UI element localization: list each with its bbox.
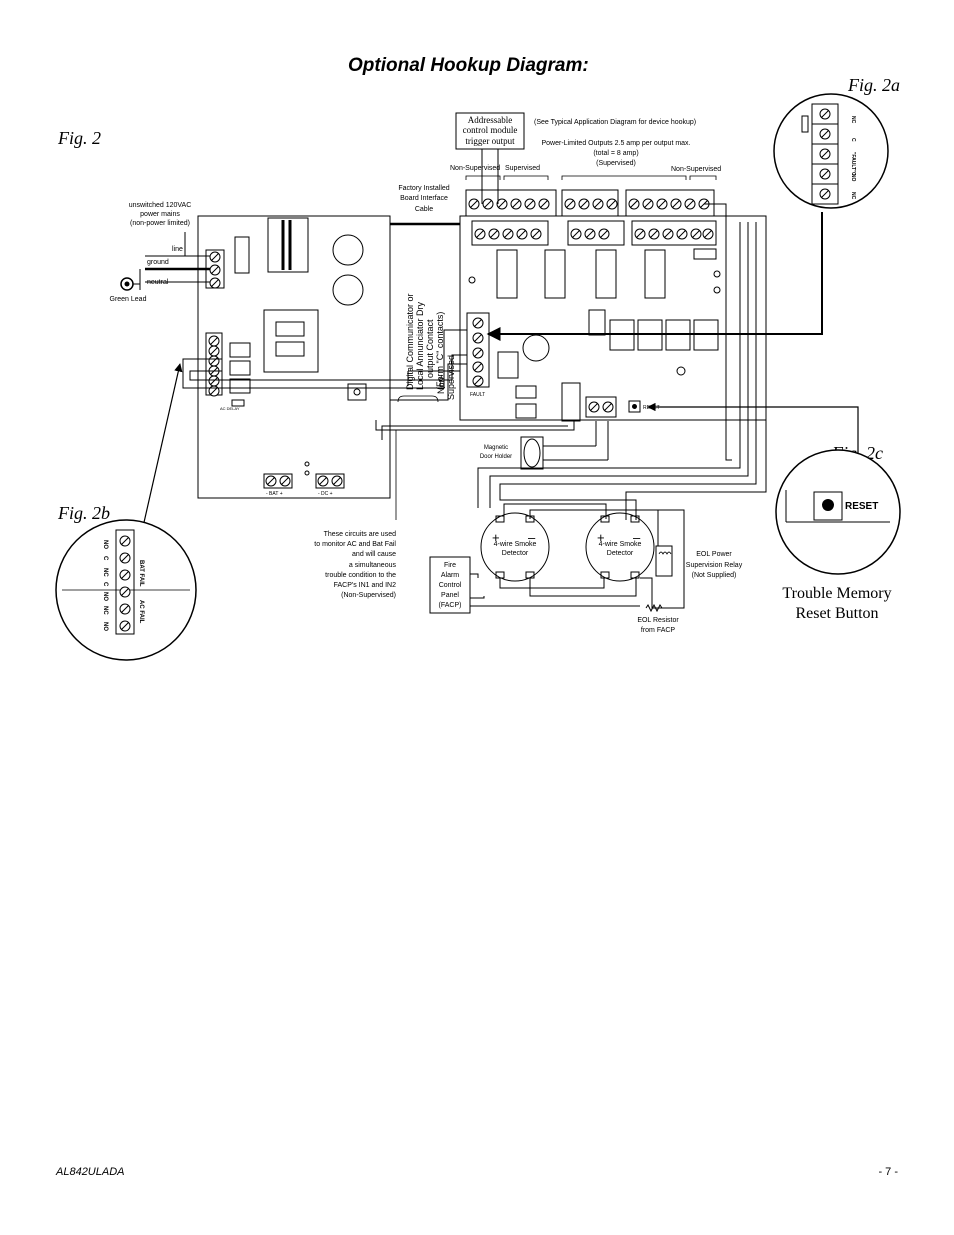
circuits-note-3: and will cause (352, 551, 396, 558)
mains-label-2: power mains (140, 211, 180, 218)
power-limited-label-2: (total = 8 amp) (593, 150, 638, 157)
fig2-label: Fig. 2 (57, 128, 101, 148)
eol-relay-label-1: EOL Power (696, 551, 732, 558)
svg-text:C: C (102, 582, 108, 587)
circuits-note-6: FACP's IN1 and IN2 (334, 582, 397, 589)
svg-text:NO: NO (102, 622, 108, 631)
factory-cable-label-3: Cable (415, 206, 433, 213)
svg-text:NO: NO (102, 540, 108, 549)
ac-delay-label: AC DELAY (220, 406, 240, 411)
non-supervised-right-label: Non-Supervised (671, 166, 721, 173)
svg-text:+: + (492, 530, 500, 545)
facp-label-5: (FACP) (439, 602, 462, 609)
ground-label: ground (147, 259, 169, 266)
digital-comm-label-3: output Contact (425, 319, 435, 378)
page-number: - 7 - (878, 1166, 898, 1178)
bat-label: - BAT + (266, 491, 283, 497)
circuits-note-7: (Non-Supervised) (341, 592, 396, 599)
trouble-memory-label-2: Reset Button (795, 605, 878, 622)
facp-label-2: Alarm (441, 572, 459, 579)
facp-label-4: Panel (441, 592, 459, 599)
circuits-note-4: a simultaneous (349, 562, 397, 569)
board-reset-label: RESET (643, 405, 660, 411)
page-title: Optional Hookup Diagram: (348, 55, 589, 76)
facp-label-3: Control (439, 582, 462, 589)
svg-text:+: + (597, 530, 605, 545)
circuits-note-5: trouble condition to the (325, 572, 396, 579)
mains-label-3: (non-power limited) (130, 220, 190, 227)
fig2a-term-c-bottom: C (850, 172, 856, 176)
addressable-label-3: trigger output (465, 136, 515, 146)
magnetic-door-holder (520, 436, 544, 470)
power-supply-board (197, 215, 391, 499)
smoke-2-label-2: Detector (607, 550, 634, 557)
svg-text:NC: NC (102, 606, 108, 615)
eol-relay-label-2: Supervision Relay (686, 562, 743, 569)
svg-text:C: C (102, 556, 108, 561)
model-number: AL842ULADA (56, 1166, 125, 1178)
eol-resistor-label-2: from FACP (641, 627, 676, 634)
addressable-box (455, 112, 525, 150)
circuits-note-2: to monitor AC and Bat Fail (314, 541, 396, 548)
fig2b-bat-fail: BAT FAIL (138, 560, 144, 587)
see-typical-label: (See Typical Application Diagram for dev… (534, 119, 696, 126)
eol-resistor (645, 603, 663, 613)
fig2a-term-fault-no: "FAULT" NO (850, 152, 856, 181)
magnetic-label-1: Magnetic (484, 445, 508, 451)
control-board (459, 215, 767, 421)
factory-cable-label-1: Factory Installed (398, 185, 449, 192)
smoke-1-label-2: Detector (502, 550, 529, 557)
power-limited-label-3: (Supervised) (596, 160, 636, 167)
power-limited-label-1: Power-Limited Outputs 2.5 amp per output… (541, 140, 690, 147)
smoke-2-label-1: 4-wire Smoke (599, 541, 642, 548)
magnetic-label-2: Door Holder (480, 454, 512, 460)
non-supervised-vert-2: Supervised (446, 355, 456, 400)
dc-label: - DC + (318, 491, 333, 497)
fig2a-zoom (773, 93, 889, 209)
reset-button[interactable] (822, 499, 834, 511)
green-lead-label: Green Lead (110, 296, 147, 303)
fig2c-zoom (775, 449, 901, 575)
non-supervised-vert-1: Non- (436, 374, 446, 394)
addressable-label-1: Addressable (468, 115, 513, 125)
fig2b-ac-fail: AC FAIL (138, 600, 144, 624)
eol-relay-label-3: (Not Supplied) (692, 572, 737, 579)
facp-label-1: Fire (444, 562, 456, 569)
smoke-1-label-1: 4-wire Smoke (494, 541, 537, 548)
svg-text:NC: NC (102, 568, 108, 577)
reset-label: RESET (845, 501, 878, 512)
svg-text:–: – (633, 530, 641, 545)
facp-box (429, 556, 471, 614)
fig2a-term-nc-top: NC (850, 116, 856, 124)
smoke-detector-2 (585, 512, 655, 582)
digital-comm-label-1: Digital Communicator or (405, 293, 415, 390)
eol-resistor-label-1: EOL Resistor (637, 617, 679, 624)
digital-comm-label-4: (Form "C" contacts) (435, 312, 445, 390)
neutral-label: neutral (147, 279, 169, 286)
fig2a-term-nc-bottom: NC (850, 192, 856, 200)
factory-cable-label-2: Board Interface (400, 195, 448, 202)
fig2a-label: Fig. 2a (847, 75, 900, 95)
smoke-detector-1 (480, 512, 550, 582)
line-label: line (172, 246, 183, 253)
eol-relay (655, 545, 673, 577)
trouble-memory-label-1: Trouble Memory (782, 585, 891, 602)
fig2b-label: Fig. 2b (57, 503, 110, 523)
supervised-label: Supervised (505, 165, 540, 172)
circuits-note-1: These circuits are used (324, 531, 396, 538)
svg-text:–: – (528, 530, 536, 545)
addressable-label-2: control module (463, 125, 518, 135)
fig2a-term-c-top: C (850, 138, 856, 142)
fault-label: FAULT (470, 392, 485, 398)
non-supervised-left-label: Non-Supervised (450, 165, 500, 172)
svg-text:NO: NO (102, 592, 108, 601)
digital-comm-label-2: Local Annunciator Dry (415, 301, 425, 390)
mains-label-1: unswitched 120VAC (129, 202, 192, 209)
